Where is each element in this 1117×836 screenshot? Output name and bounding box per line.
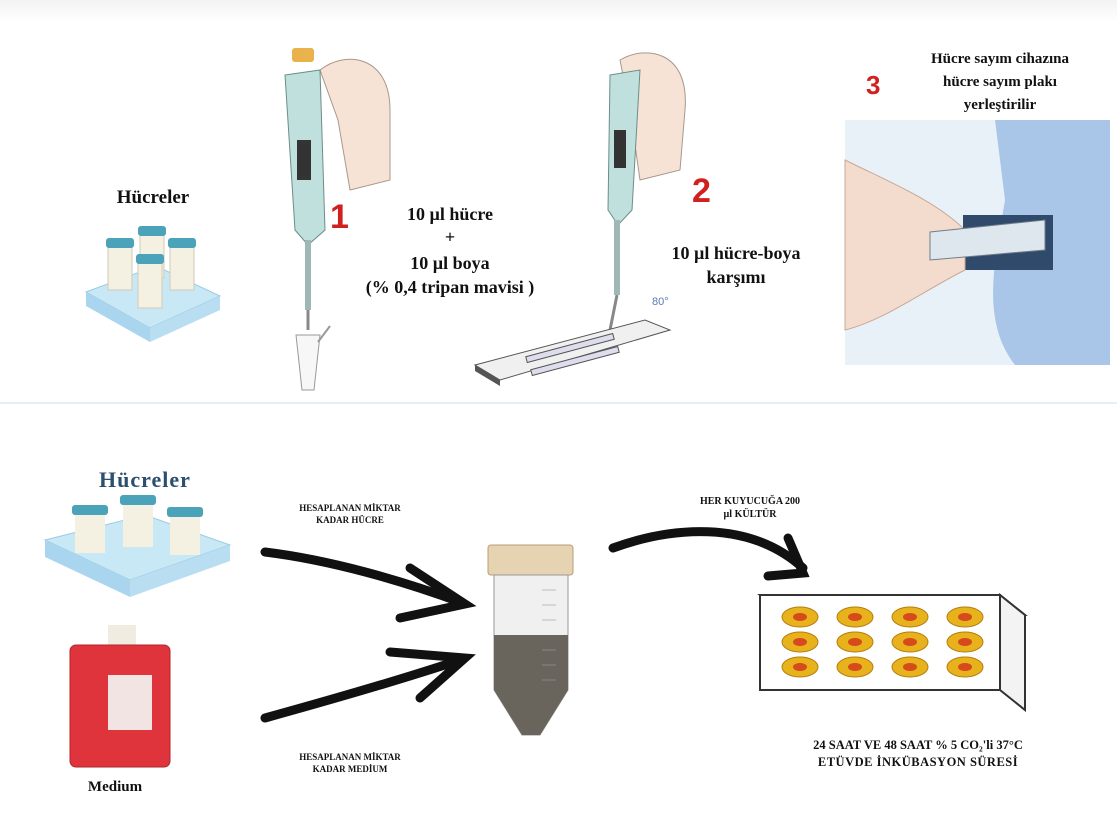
step-3-number: 3 [866, 70, 880, 101]
step-3-line-2: hücre sayım plakı [900, 73, 1100, 92]
incubation-line-2: ETÜVDE İNKÜBASYON SÜRESİ [748, 755, 1088, 771]
cell-counter-device-icon [845, 120, 1110, 365]
arrow-medium-line-2: KADAR MEDİUM [265, 764, 435, 775]
vial-rack-top-icon [78, 222, 228, 347]
angle-label: 80° [652, 296, 669, 308]
falcon-tube-icon [480, 545, 585, 740]
medium-flask-icon [60, 625, 175, 770]
arrow-plate-line-1: HER KUYUCUĞA 200 [650, 496, 850, 509]
medium-label: Medium [60, 778, 170, 797]
incubation-line-1: 24 SAAT VE 48 SAAT % 5 CO₂'li 37°C [748, 738, 1088, 754]
arrow-medium-line-1: HESAPLANAN MİKTAR [265, 752, 435, 763]
pipette-2-icon [470, 30, 700, 390]
arrow-medium-to-tube [260, 640, 480, 725]
arrow-plate-line-2: µl KÜLTÜR [650, 509, 850, 522]
top-band [0, 0, 1117, 22]
cells-label-top: Hücreler [88, 186, 218, 210]
cells-label-bottom: Hücreler [60, 466, 230, 494]
arrow-cells-line-1: HESAPLANAN MİKTAR [265, 503, 435, 514]
section-divider [0, 402, 1117, 404]
step-1-number: 1 [330, 198, 349, 237]
well-plate-icon [760, 585, 1030, 715]
arrow-cells-line-2: KADAR HÜCRE [265, 515, 435, 526]
arrow-cells-to-tube [260, 540, 480, 630]
step-3-line-3: yerleştirilir [900, 96, 1100, 115]
step-2-line-2: karşımı [636, 266, 836, 289]
step-2-line-1: 10 µl hücre-boya [636, 242, 836, 265]
step-2-number: 2 [692, 172, 711, 211]
vial-rack-bottom-icon [45, 495, 230, 600]
step-3-line-1: Hücre sayım cihazına [900, 50, 1100, 69]
